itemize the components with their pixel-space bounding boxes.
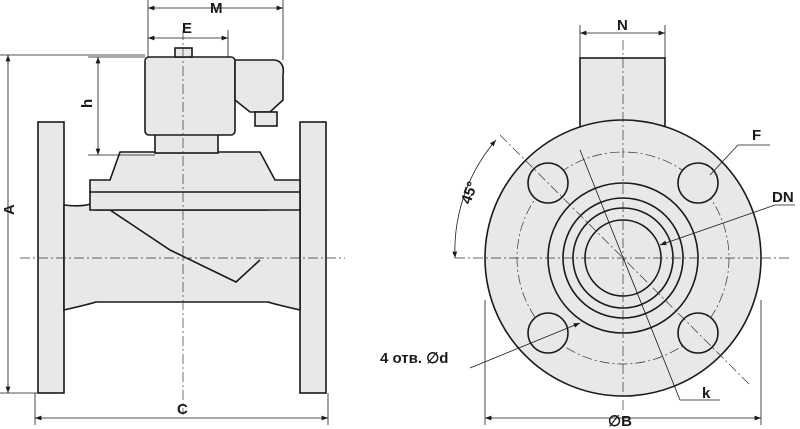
coil <box>144 56 236 136</box>
flange-view <box>455 40 790 410</box>
dim-C: C <box>177 401 188 418</box>
dim-angle: 45° <box>458 179 482 206</box>
dim-k: k <box>702 385 711 402</box>
nut <box>174 47 193 58</box>
connector <box>234 59 285 113</box>
dim-holes: 4 отв. ∅d <box>380 350 448 367</box>
dim-M: M <box>210 0 223 17</box>
coil-top <box>579 57 666 131</box>
side-view <box>20 30 345 415</box>
left-flange <box>37 121 65 394</box>
bolt-hole <box>677 162 719 204</box>
dim-F: F <box>752 127 761 144</box>
bolt-hole <box>527 312 569 354</box>
cable-gland <box>254 111 278 127</box>
bonnet <box>89 151 301 211</box>
stem <box>154 132 219 154</box>
dim-E: E <box>182 20 192 37</box>
right-flange <box>299 121 327 394</box>
dim-DN: DN <box>772 189 794 206</box>
dim-B: ∅B <box>608 413 632 429</box>
dim-N: N <box>617 17 628 34</box>
dim-A: A <box>1 204 18 215</box>
dim-h: h <box>79 99 96 108</box>
